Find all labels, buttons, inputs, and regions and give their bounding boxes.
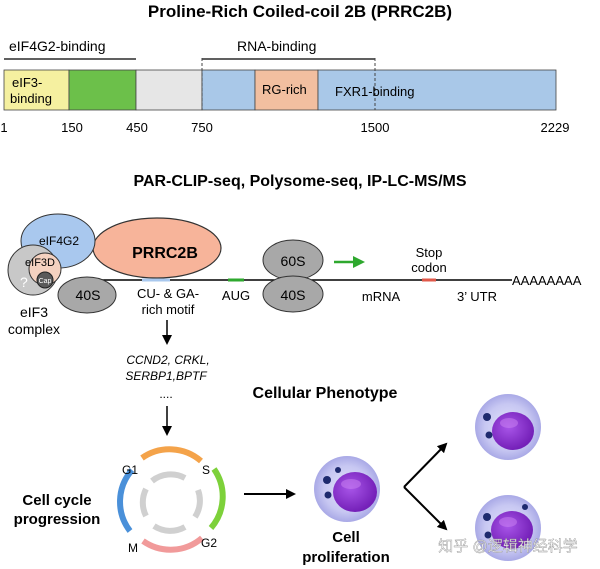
- daughter-cell-bottom: [475, 495, 541, 561]
- cap-shape: [36, 271, 54, 289]
- phase-arc-m: [117, 468, 135, 533]
- targets-line-1: CCND2, CRKL,: [126, 353, 209, 367]
- eif3-complex-label-2: complex: [8, 321, 60, 337]
- cycle-inner-arrow-4: [139, 487, 149, 518]
- methods-title: PAR-CLIP-seq, Polysome-seq, IP-LC-MS/MS: [133, 173, 466, 190]
- rg-rich-label: RG-rich: [262, 82, 307, 97]
- eif4g2-binding-label: eIF4G2-binding: [9, 38, 106, 54]
- utr-label: 3’ UTR: [457, 289, 497, 304]
- stop-codon-label-2: codon: [411, 260, 446, 275]
- cell-cycle-ring: [117, 446, 226, 553]
- position-750: 750: [191, 120, 213, 135]
- daughter-cell-top: [475, 394, 541, 460]
- phase-arc-s: [208, 467, 226, 530]
- phase-label-m: M: [128, 541, 138, 555]
- position-2229: 2229: [541, 120, 570, 135]
- domain-gap: [135, 69, 203, 111]
- eif3-complex-label-1: eIF3: [20, 304, 48, 320]
- cycle-inner-arrow-1: [150, 471, 187, 484]
- domain-rna-binding: [201, 69, 256, 111]
- page-title: Proline-Rich Coiled-coil 2B (PRRC2B): [148, 2, 452, 21]
- position-1500: 1500: [361, 120, 390, 135]
- question-mark: ?: [20, 274, 28, 290]
- division-arrow-down: [403, 486, 448, 531]
- motif-label-1: CU- & GA-: [137, 286, 199, 301]
- position-450: 450: [126, 120, 148, 135]
- phase-label-g1: G1: [122, 463, 138, 477]
- fxr1-binding-label: FXR1-binding: [335, 84, 415, 99]
- ribosome-40s-right: [262, 275, 324, 313]
- position-1: 1: [0, 120, 7, 135]
- eif3-binding-label-2: binding: [10, 91, 52, 106]
- ribosome-40s-left: [57, 276, 117, 314]
- aug-label: AUG: [222, 288, 250, 303]
- cycle-inner-arrow-2: [192, 488, 203, 519]
- domain-eif4g2-region: [68, 69, 137, 111]
- proliferation-label-2: proliferation: [302, 549, 390, 566]
- rna-binding-label: RNA-binding: [237, 38, 316, 54]
- stop-codon-label-1: Stop: [416, 245, 443, 260]
- prrc2b-label: PRRC2B: [132, 245, 198, 262]
- cell-cycle-label-2: progression: [14, 511, 101, 528]
- eif3-binding-label-1: eIF3-: [12, 75, 42, 90]
- phenotype-title: Cellular Phenotype: [253, 385, 398, 402]
- ribosome-60s-label: 60S: [281, 253, 306, 269]
- targets-ellipsis: ....: [159, 387, 172, 401]
- division-arrow-up: [403, 442, 448, 488]
- phase-arc-g1: [140, 446, 203, 464]
- targets-line-2: SERBP1,BPTF: [125, 369, 207, 383]
- phase-arc-g2: [141, 535, 204, 553]
- cap-label: Cap: [39, 278, 52, 285]
- ribosome-40s-left-label: 40S: [76, 287, 101, 303]
- domain-eif3-binding: [3, 69, 70, 111]
- phase-label-g2: G2: [201, 536, 217, 550]
- proliferation-label-1: Cell: [332, 529, 360, 546]
- motif-label-2: rich motif: [142, 302, 195, 317]
- poly-a-tail: AAAAAAAA: [512, 273, 582, 288]
- cell-cycle-label-1: Cell cycle: [22, 492, 91, 509]
- domain-fxr1-binding: [317, 69, 557, 111]
- phase-label-s: S: [202, 463, 210, 477]
- position-150: 150: [61, 120, 83, 135]
- cycle-inner-arrow-3: [152, 523, 187, 534]
- eif4g2-label: eIF4G2: [39, 234, 79, 248]
- watermark: 知乎 @逻辑神经科学: [438, 538, 577, 555]
- proliferating-cell: [314, 456, 380, 522]
- domain-bar: [3, 58, 557, 111]
- eif3d-label: eIF3D: [25, 257, 55, 269]
- ribosome-40s-right-label: 40S: [281, 287, 306, 303]
- mrna-label: mRNA: [362, 289, 401, 304]
